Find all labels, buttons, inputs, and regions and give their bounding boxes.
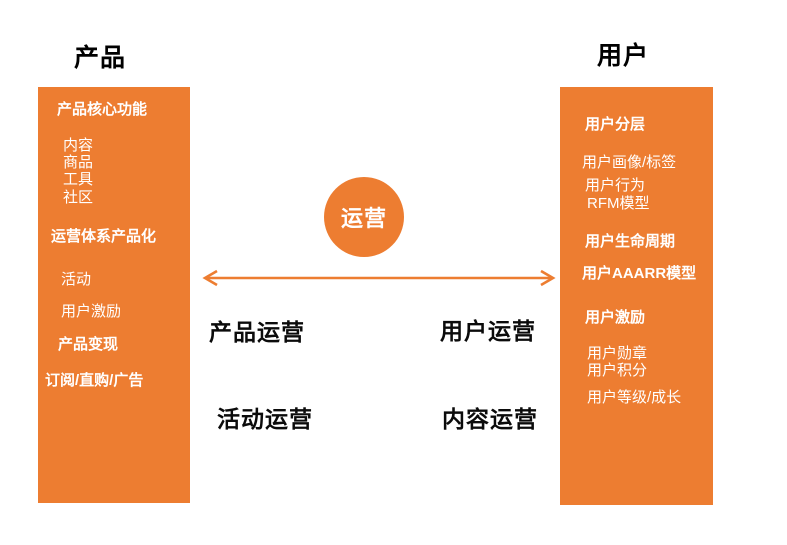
panel-item: 商品 [63, 154, 94, 171]
panel-heading: 用户生命周期 [585, 233, 676, 250]
label-user-operations: 用户运营 [440, 318, 536, 344]
panel-item: 订阅/直购/广告 [45, 372, 144, 389]
panel-heading: 用户激励 [585, 309, 646, 326]
panel-heading: 用户分层 [585, 116, 646, 133]
label-product-operations: 产品运营 [209, 319, 305, 345]
panel-item: 社区 [63, 189, 94, 206]
panel-item: 工具 [63, 171, 94, 188]
panel-item: RFM模型 [587, 195, 650, 212]
panel-item: 用户等级/成长 [587, 389, 682, 406]
double-arrow-icon [202, 269, 556, 287]
product-panel: 产品核心功能 内容 商品 工具 社区 运营体系产品化 活动 用户激励 产品变现 … [38, 87, 190, 503]
operations-circle-label: 运营 [340, 206, 387, 231]
panel-item: 用户勋章 [587, 345, 648, 362]
panel-heading: 运营体系产品化 [51, 228, 157, 245]
operations-circle: 运营 [324, 177, 404, 257]
panel-item: 用户积分 [587, 362, 648, 379]
label-content-operations: 内容运营 [442, 406, 538, 432]
panel-item: 用户画像/标签 [582, 154, 677, 171]
label-activity-operations: 活动运营 [217, 406, 313, 432]
user-panel: 用户分层 用户画像/标签 用户行为 RFM模型 用户生命周期 用户AAARR模型… [560, 87, 713, 505]
panel-item: 用户AAARR模型 [582, 265, 697, 282]
user-column-title: 用户 [597, 42, 650, 70]
panel-item: 内容 [63, 137, 94, 154]
product-column-title: 产品 [74, 44, 127, 72]
panel-item: 用户行为 [585, 177, 646, 194]
panel-heading: 产品核心功能 [57, 101, 148, 118]
panel-item: 用户激励 [61, 303, 122, 320]
bidirectional-arrow [199, 268, 559, 288]
panel-heading: 产品变现 [58, 336, 119, 353]
panel-item: 活动 [61, 271, 92, 288]
